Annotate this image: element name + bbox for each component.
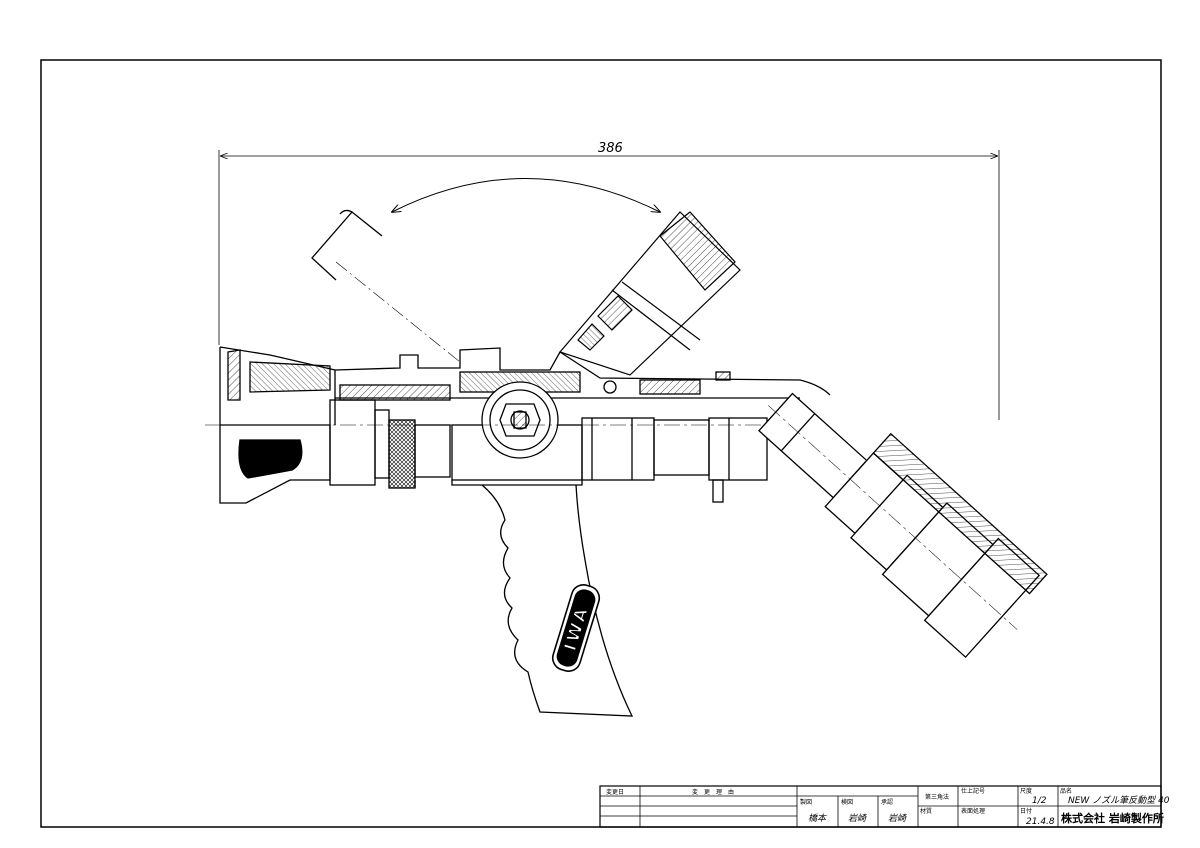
overall-dimension [218, 150, 1000, 420]
date-value: 21.4.8 [1026, 817, 1055, 827]
lever-open-outline [311, 209, 461, 363]
angled-nozzle-head [758, 392, 1048, 659]
projection-label: 第三角法 [925, 793, 949, 801]
finish-label: 仕上記号 [961, 787, 985, 795]
checked-label: 検図 [841, 798, 853, 806]
pistol-grip: IWA [481, 484, 634, 717]
grip-logo: IWA [551, 584, 601, 672]
product-name: NEW ノズル筆反動型 40 [1068, 795, 1170, 806]
name-label: 品名 [1060, 787, 1072, 795]
date-label: 日付 [1020, 807, 1032, 815]
nozzle-body [205, 346, 831, 504]
checked-by: 岩崎 [848, 813, 868, 824]
drawing-border [40, 59, 1162, 828]
surface-label: 表面処理 [961, 807, 985, 815]
title-block-text: 変更日 変 更 理 由 製図 橋本 検図 岩崎 承認 岩崎 第三角法 仕上記号 … [606, 787, 1170, 827]
approved-by: 岩崎 [888, 813, 908, 824]
lever-swing-arc [392, 178, 660, 213]
company-name: 株式会社 岩崎製作所 [1061, 811, 1164, 825]
revision-reason-label: 変 更 理 由 [692, 788, 734, 796]
scale-value: 1/2 [1032, 796, 1047, 806]
revision-date-label: 変更日 [606, 788, 624, 796]
dimension-label: 386 [598, 141, 623, 156]
drawn-by: 橋本 [808, 813, 827, 824]
drawn-label: 製図 [800, 798, 812, 806]
lever-sectioned [558, 211, 741, 376]
title-block [599, 785, 1162, 828]
approved-label: 承認 [881, 798, 893, 806]
scale-label: 尺度 [1020, 787, 1032, 795]
material-label: 材質 [920, 807, 932, 815]
